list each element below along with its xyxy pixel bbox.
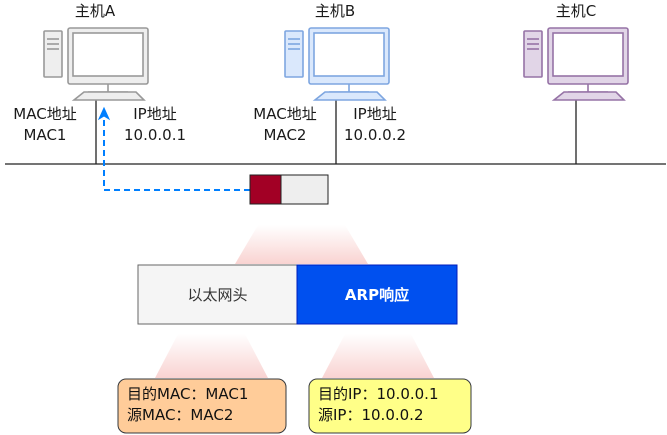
host-b-ip: 10.0.0.2 (343, 126, 407, 144)
ether-header-label: 以太网头 (187, 286, 248, 304)
host-b-ip-title: IP地址 (353, 105, 397, 123)
arp-body-box (296, 264, 458, 325)
host-b-title: 主机B (314, 2, 356, 20)
arp-note-box (308, 378, 472, 434)
host-a-mac-title: MAC地址 (13, 105, 77, 123)
arp-note-dst-ip: 目的IP：10.0.0.1 (318, 385, 439, 403)
ether-note: 目的MAC：MAC1 源MAC：MAC2 (118, 380, 286, 434)
host-c-title: 主机C (555, 2, 597, 20)
ether-note-box (117, 378, 287, 434)
host-a-title: 主机A (74, 2, 116, 20)
reply-arrow (103, 115, 250, 191)
host-c-computer-icon (523, 27, 629, 101)
ether-header-box (137, 264, 298, 325)
host-a-mac: MAC1 (23, 126, 67, 144)
packet-head (249, 174, 282, 205)
zoom-fan-packet (235, 225, 368, 264)
host-a-ip: 10.0.0.1 (123, 126, 187, 144)
reply-arrowhead (97, 106, 111, 121)
host-b-computer-icon (284, 27, 390, 101)
arp-note-src-ip: 源IP：10.0.0.2 (318, 406, 424, 424)
packet-body (280, 174, 329, 205)
host-a-computer-icon (43, 27, 149, 101)
zoom-fan-arp (322, 334, 434, 378)
host-b-mac-title: MAC地址 (253, 105, 317, 123)
zoom-fan-ether (155, 334, 268, 378)
arp-body-label: ARP响应 (344, 286, 410, 304)
ether-note-src-mac: 源MAC：MAC2 (127, 406, 234, 424)
host-a-ip-title: IP地址 (133, 105, 177, 123)
host-b-mac: MAC2 (263, 126, 307, 144)
arp-note: 目的IP：10.0.0.1 源IP：10.0.0.2 (309, 380, 471, 434)
ether-note-dst-mac: 目的MAC：MAC1 (127, 385, 249, 403)
